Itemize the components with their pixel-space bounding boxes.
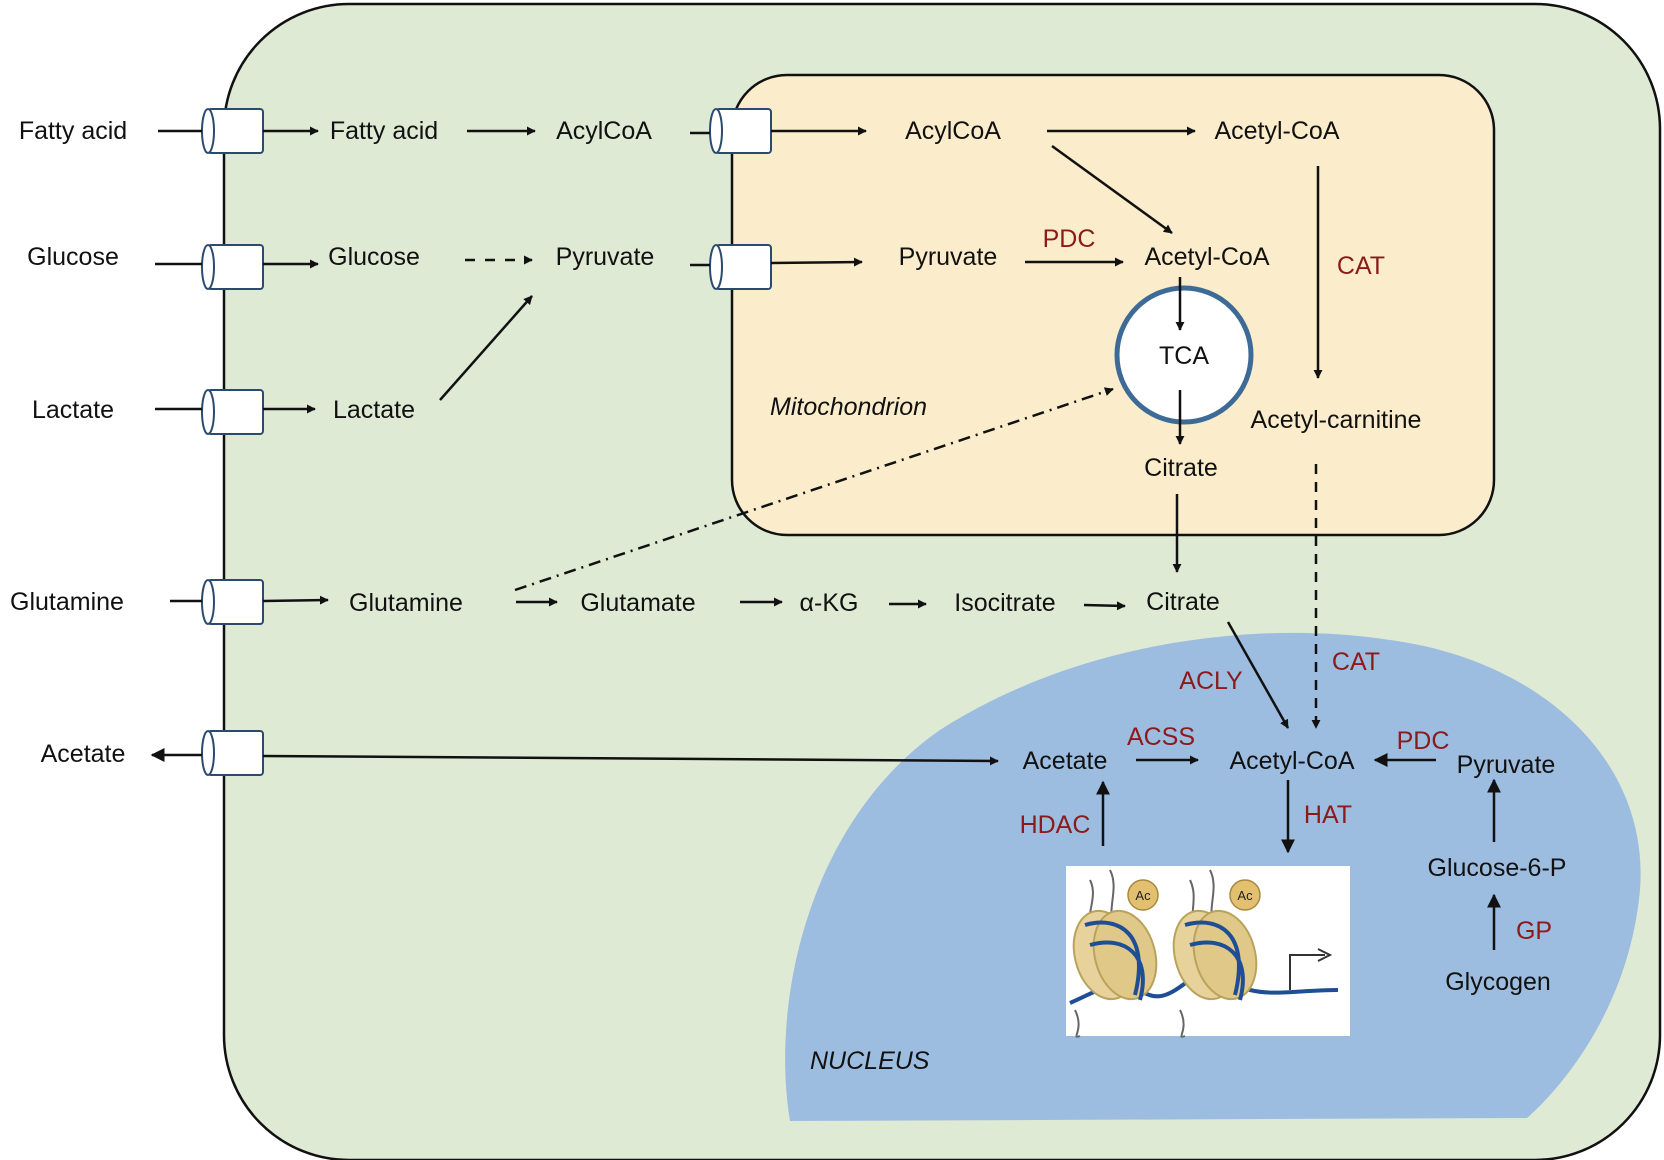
arrow-pyruvate-to-mito xyxy=(770,257,863,267)
label-ext-lactate: Lactate xyxy=(32,396,114,424)
label-mito-citrate: Citrate xyxy=(1144,454,1218,482)
label-ext-acetate: Acetate xyxy=(41,740,126,768)
enzyme-acss: ACSS xyxy=(1127,723,1195,751)
label-cyto-akg: α-KG xyxy=(800,589,859,617)
label-ext-glutamine: Glutamine xyxy=(10,588,124,616)
label-mito-acetylcoa: Acetyl-CoA xyxy=(1144,243,1269,271)
label-mito-pyruvate: Pyruvate xyxy=(899,243,998,271)
label-glycogen: Glycogen xyxy=(1445,968,1551,996)
label-cyto-pyruvate: Pyruvate xyxy=(556,243,655,271)
label-glucose-6-p: Glucose-6-P xyxy=(1428,854,1567,882)
mitochondrion-compartment xyxy=(730,73,1496,537)
transporter-glucose-plasma xyxy=(201,244,264,290)
label-nuc-acetylcoa: Acetyl-CoA xyxy=(1229,747,1354,775)
acetyl-mark-2 xyxy=(1229,879,1261,911)
enzyme-acly: ACLY xyxy=(1179,667,1243,695)
arrow-isocitrate-to-citrate xyxy=(1083,601,1126,611)
enzyme-hat: HAT xyxy=(1304,801,1352,829)
label-ext-fatty-acid: Fatty acid xyxy=(19,117,127,145)
transporter-glutamine-plasma xyxy=(201,579,264,625)
label-ext-glucose: Glucose xyxy=(27,243,119,271)
arrow-acylcoa-to-acetylcoa xyxy=(1051,144,1173,235)
label-nuc-acetate: Acetate xyxy=(1023,747,1108,775)
acetyl-mark-label-1: Ac xyxy=(1135,888,1151,903)
transporter-acetate-plasma xyxy=(201,730,264,776)
label-cyto-citrate: Citrate xyxy=(1146,588,1220,616)
transporter-lactate-plasma xyxy=(201,389,264,435)
label-cyto-glucose: Glucose xyxy=(328,243,420,271)
label-cyto-isocitrate: Isocitrate xyxy=(954,589,1055,617)
label-nuc-pyruvate: Pyruvate xyxy=(1457,751,1556,779)
label-mito-acetylcoa-top: Acetyl-CoA xyxy=(1214,117,1339,145)
tca-label: TCA xyxy=(1159,342,1209,370)
transporter-pyruvate-mito xyxy=(709,244,772,290)
enzyme-cat-mito: CAT xyxy=(1337,252,1385,280)
label-mito-acylcoa: AcylCoA xyxy=(905,117,1001,145)
acetyl-mark-label-2: Ac xyxy=(1237,888,1253,903)
arrow-acetate-to-nucleus xyxy=(262,754,999,766)
arrow-glutamine-to-cyto xyxy=(262,595,329,605)
enzyme-hdac: HDAC xyxy=(1020,811,1091,839)
enzyme-gp: GP xyxy=(1516,917,1552,945)
label-cyto-glutamine: Glutamine xyxy=(349,589,463,617)
enzyme-pdc-mito: PDC xyxy=(1043,225,1096,253)
enzyme-pdc-nuc: PDC xyxy=(1397,727,1450,755)
mitochondrion-label: Mitochondrion xyxy=(770,393,927,421)
label-acetyl-carnitine: Acetyl-carnitine xyxy=(1251,406,1422,434)
enzyme-cat-nuc: CAT xyxy=(1332,648,1380,676)
label-cyto-lactate: Lactate xyxy=(333,396,415,424)
acetyl-mark-1 xyxy=(1127,879,1159,911)
transporter-acylcoa-mito xyxy=(709,108,772,154)
label-cyto-fatty-acid: Fatty acid xyxy=(330,117,438,145)
label-cyto-glutamate: Glutamate xyxy=(580,589,695,617)
arrow-citrate-to-acetylcoa xyxy=(1226,621,1290,729)
transporter-fatty-acid-plasma xyxy=(201,108,264,154)
nucleus-label: NUCLEUS xyxy=(810,1047,930,1075)
arrow-lactate-to-pyruvate xyxy=(439,295,533,401)
arrow-glutamine-to-tca xyxy=(514,387,1114,592)
nucleosome-illustration: Ac Ac xyxy=(1066,866,1350,1038)
tca-cycle xyxy=(1114,285,1254,425)
label-cyto-acylcoa: AcylCoA xyxy=(556,117,652,145)
